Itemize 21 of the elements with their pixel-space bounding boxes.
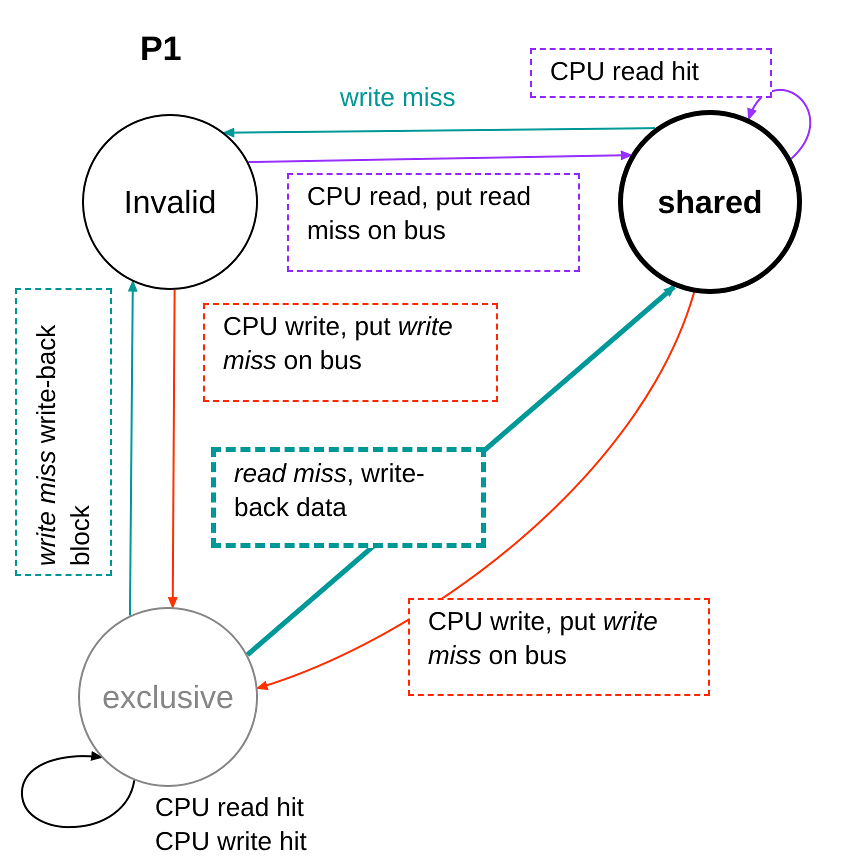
transition-arrow <box>222 127 656 138</box>
edge-label: write miss <box>340 81 457 114</box>
edge-label: read miss, write-back data <box>234 457 426 524</box>
edge-label: CPU read, put read miss on bus <box>307 180 532 247</box>
transition-arrow <box>256 292 695 690</box>
state-name: Invalid <box>124 184 216 220</box>
edge-label: write miss write-back block <box>30 324 96 566</box>
edge-label: CPU write, put write miss on bus <box>428 605 659 672</box>
transition-arrow <box>248 150 633 164</box>
edge-label: CPU read hit CPU write hit <box>155 791 308 858</box>
edge-label: CPU write, put write miss on bus <box>223 310 454 377</box>
state-name: exclusive <box>102 678 234 716</box>
transition-arrow <box>128 280 138 616</box>
state-circle <box>618 110 802 294</box>
transition-arrow <box>21 751 136 828</box>
edge-label: CPU read hit <box>550 55 700 88</box>
transition-arrow <box>168 290 178 610</box>
state-name: shared <box>658 184 762 220</box>
transition-arrow <box>748 88 812 160</box>
diagram-title: P1 <box>140 30 182 69</box>
state-circle <box>78 607 258 787</box>
